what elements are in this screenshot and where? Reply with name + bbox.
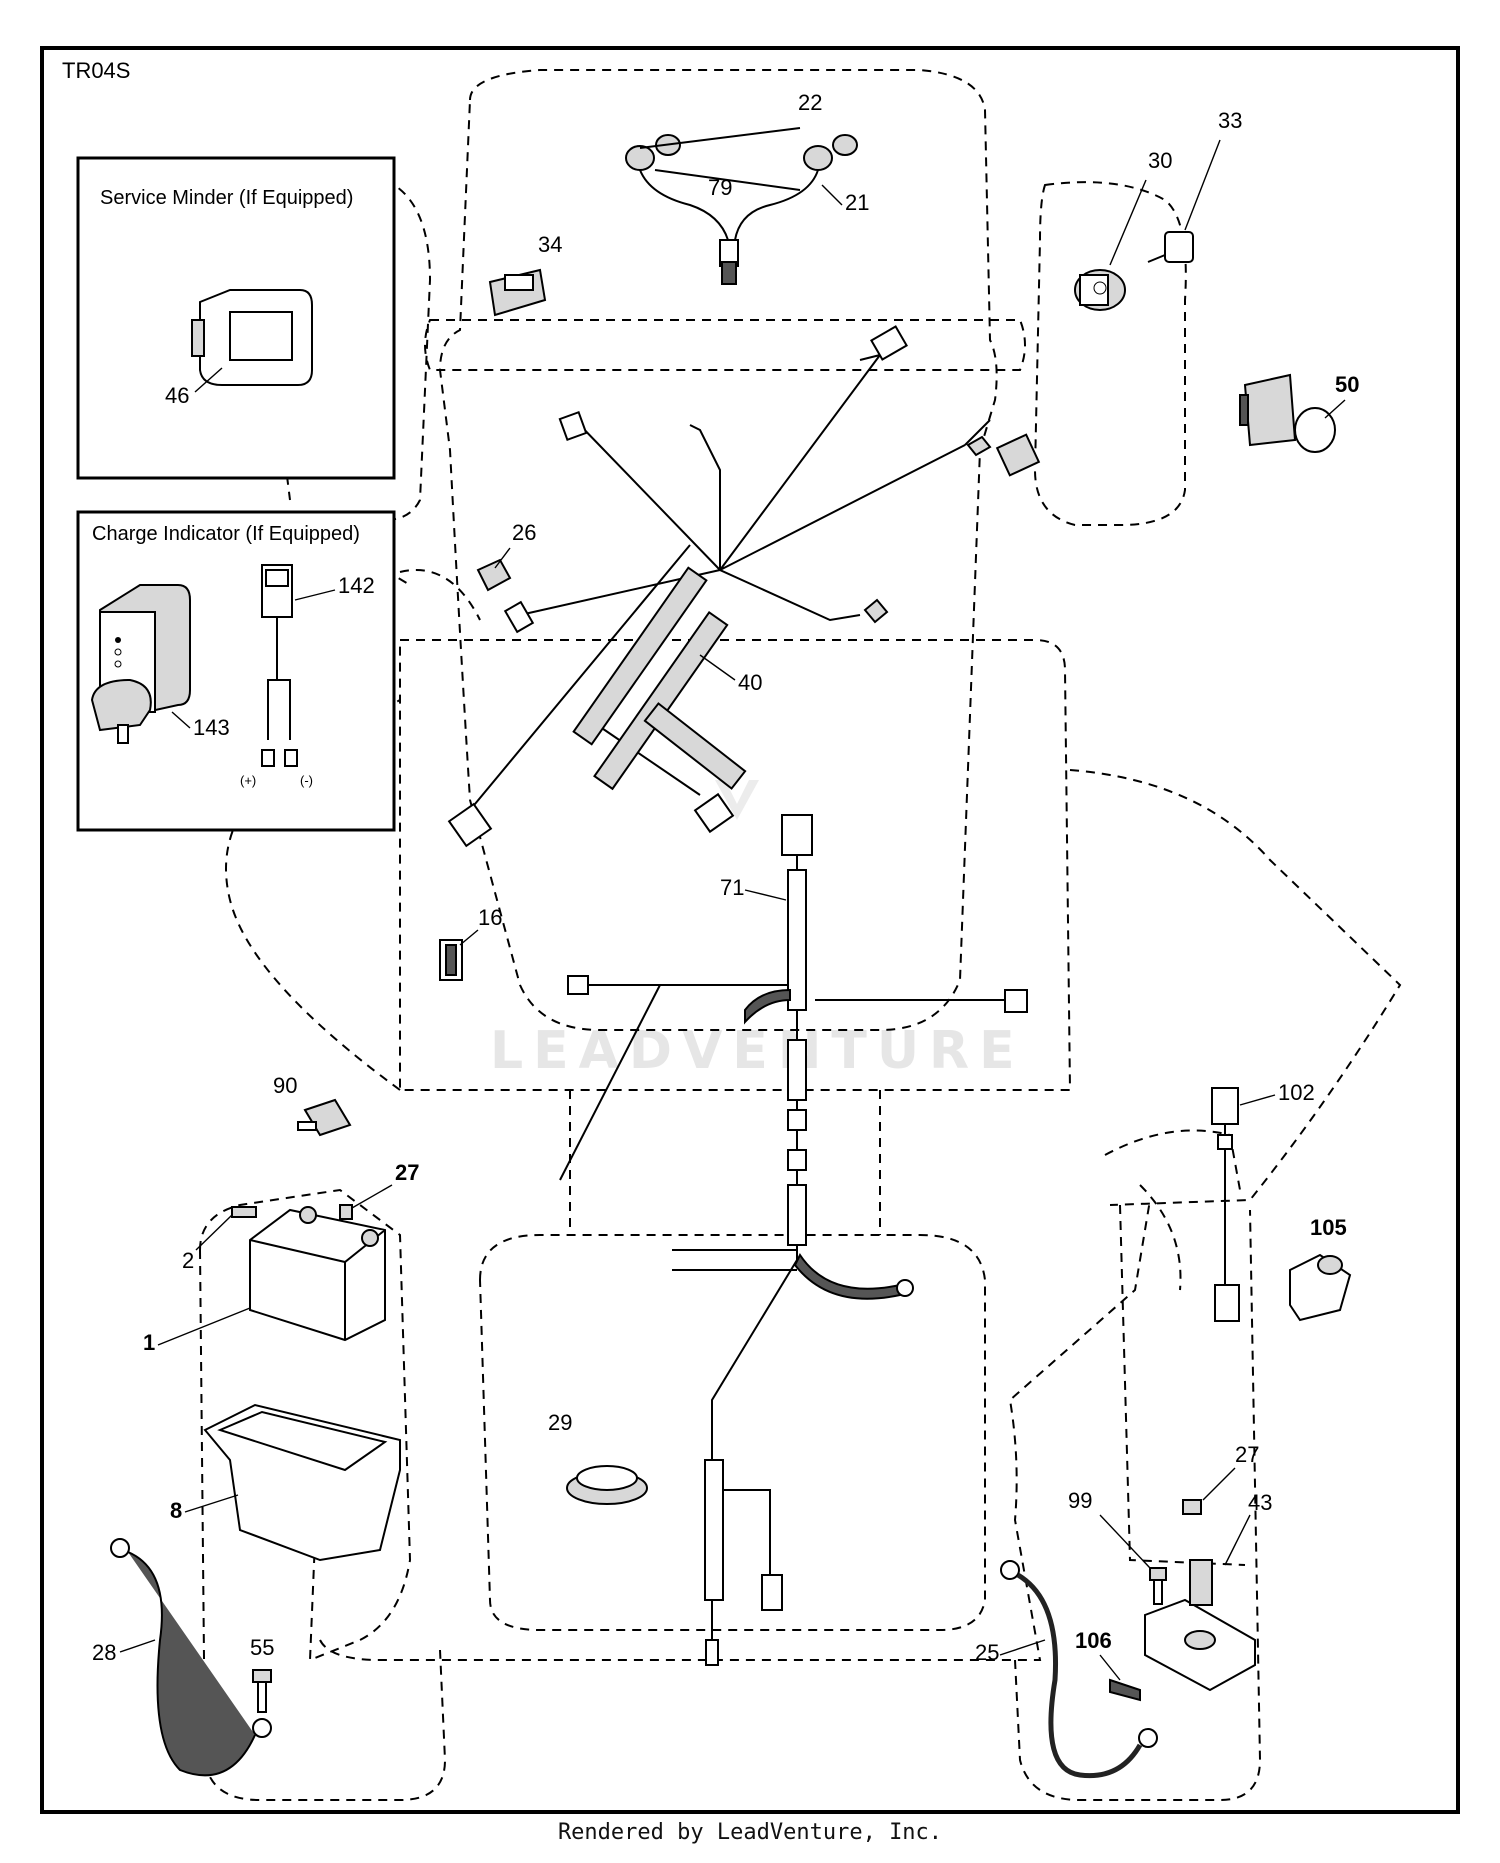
connector-90 (297, 1098, 352, 1137)
starter-solenoid (1144, 1559, 1256, 1692)
callout-40: 40 (738, 670, 762, 695)
callout-1: 1 (143, 1330, 155, 1355)
harness-sleeve (572, 566, 747, 791)
callout-29: 29 (548, 1410, 572, 1435)
ground-cable-25 (1000, 1560, 1158, 1779)
watermark: LEADVENTURE (490, 780, 1025, 1081)
callout-102: 102 (1278, 1080, 1315, 1105)
callout-34: 34 (538, 232, 562, 257)
polarity-plus: (+) (240, 773, 256, 788)
callout-90: 90 (273, 1073, 297, 1098)
footer-credit: Rendered by LeadVenture, Inc. (557, 1820, 943, 1845)
charge-indicator-module (90, 584, 191, 744)
harness-102 (1211, 1087, 1240, 1322)
ignition-switch (1074, 269, 1126, 311)
grommet-29 (566, 1465, 648, 1505)
bolt-55 (252, 1669, 272, 1713)
switch-34 (488, 268, 547, 317)
polarity-minus: (-) (300, 773, 313, 788)
callout-143: 143 (193, 715, 230, 740)
callout-71: 71 (720, 875, 744, 900)
switch-16 (439, 939, 463, 981)
callout-21: 21 (845, 190, 869, 215)
headlight-assembly (625, 127, 858, 285)
pto-switch (1239, 373, 1336, 453)
callout-28: 28 (92, 1640, 116, 1665)
callout-16: 16 (478, 905, 502, 930)
service-minder-module (191, 289, 313, 386)
callout-8: 8 (170, 1498, 182, 1523)
callout-27-bottom: 27 (1235, 1442, 1259, 1467)
switch-105 (1289, 1253, 1352, 1322)
battery (249, 1206, 386, 1342)
callout-33: 33 (1218, 108, 1242, 133)
callout-26: 26 (512, 520, 536, 545)
main-harness (447, 325, 1041, 848)
callout-50: 50 (1335, 372, 1359, 397)
callout-105: 105 (1310, 1215, 1347, 1240)
solenoid-nut (1182, 1499, 1202, 1515)
callout-30: 30 (1148, 148, 1172, 173)
battery-bolt (231, 1206, 257, 1218)
callout-27-top: 27 (395, 1160, 419, 1185)
service-minder-title: Service Minder (If Equipped) (100, 187, 353, 209)
diagram-frame (40, 46, 1460, 1814)
callout-2: 2 (182, 1248, 194, 1273)
charge-indicator-harness (261, 564, 298, 767)
clip-106 (1109, 1678, 1141, 1702)
callout-43: 43 (1248, 1490, 1272, 1515)
bolt-99 (1149, 1567, 1167, 1605)
ignition-key (1147, 231, 1194, 263)
callout-142: 142 (338, 573, 375, 598)
ground-cable-28 (110, 1538, 272, 1777)
battery-nut (339, 1204, 353, 1220)
callout-22: 22 (798, 90, 822, 115)
callout-46: 46 (165, 383, 189, 408)
charge-indicator-title: Charge Indicator (If Equipped) (92, 523, 360, 545)
fuse-26 (476, 558, 512, 592)
svg-text:LEADVENTURE: LEADVENTURE (490, 1021, 1025, 1081)
callout-79: 79 (708, 175, 732, 200)
callout-55: 55 (250, 1635, 274, 1660)
callout-25: 25 (975, 1640, 999, 1665)
harness-71 (559, 814, 1028, 1666)
callout-99: 99 (1068, 1488, 1092, 1513)
callout-106: 106 (1075, 1628, 1112, 1653)
battery-tray (203, 1403, 401, 1562)
diagram-code: TR04S (62, 58, 130, 83)
